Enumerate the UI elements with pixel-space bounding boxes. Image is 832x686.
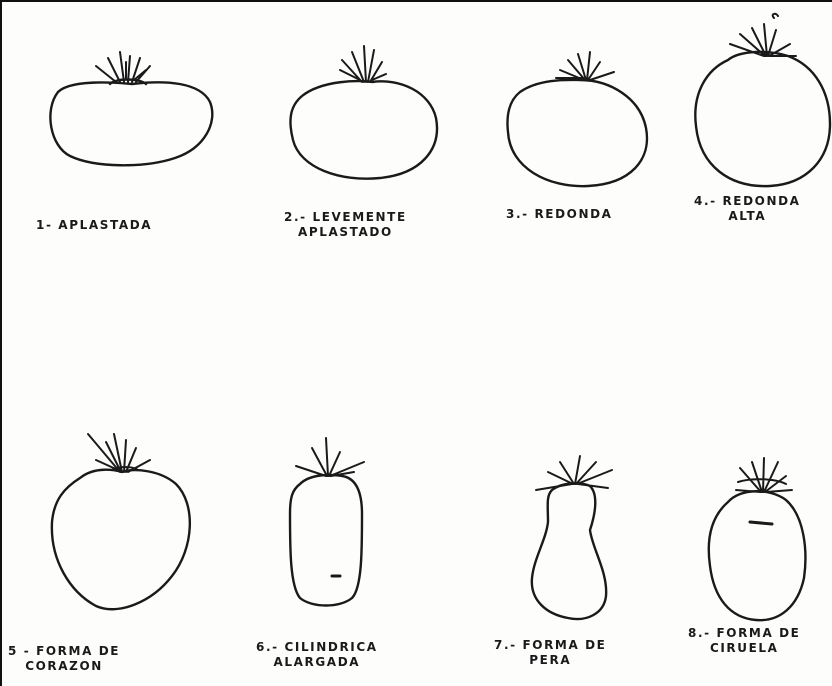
figure-3-label: 3.- REDONDA [506, 207, 613, 222]
tomato-5-heart-shaped [52, 434, 190, 609]
figure-2-label-line1: 2.- LEVEMENTE [284, 210, 407, 225]
figure-6-label: 6.- CILINDRICA ALARGADA [256, 640, 378, 670]
figure-8-label-line1: 8.- FORMA DE [688, 626, 800, 641]
figure-4-label-line1: 4.- REDONDA [694, 194, 801, 209]
figure-1-label: 1- APLASTADA [36, 218, 152, 233]
tomato-6-cylindrical-elongated [290, 438, 364, 606]
tomato-7-pear-shaped [532, 456, 612, 619]
tomato-2-slightly-flattened [290, 46, 437, 179]
figure-7-label: 7.- FORMA DE PERA [494, 638, 606, 668]
figure-7-label-line2: PERA [494, 653, 606, 668]
figure-5-label-line1: 5 - FORMA DE [8, 644, 120, 659]
figure-6-label-line1: 6.- CILINDRICA [256, 640, 378, 655]
figure-6-label-line2: ALARGADA [256, 655, 378, 670]
figure-3-label-line1: 3.- REDONDA [506, 207, 613, 222]
figure-2-label-line2: APLASTADO [284, 225, 407, 240]
figure-8-label: 8.- FORMA DE CIRUELA [688, 626, 800, 656]
figure-5-label: 5 - FORMA DE CORAZON [8, 644, 120, 674]
figure-1-label-line1: 1- APLASTADA [36, 218, 152, 233]
figure-7-label-line1: 7.- FORMA DE [494, 638, 606, 653]
figure-5-label-line2: CORAZON [8, 659, 120, 674]
figure-4-label-line2: ALTA [694, 209, 801, 224]
figure-2-label: 2.- LEVEMENTE APLASTADO [284, 210, 407, 240]
tomato-1-flattened [50, 52, 212, 165]
tomato-8-plum-shaped [709, 458, 806, 620]
figure-8-label-line2: CIRUELA [688, 641, 800, 656]
tomato-4-round-tall [695, 14, 830, 186]
tomato-3-round [508, 52, 647, 186]
figure-4-label: 4.- REDONDA ALTA [694, 194, 801, 224]
